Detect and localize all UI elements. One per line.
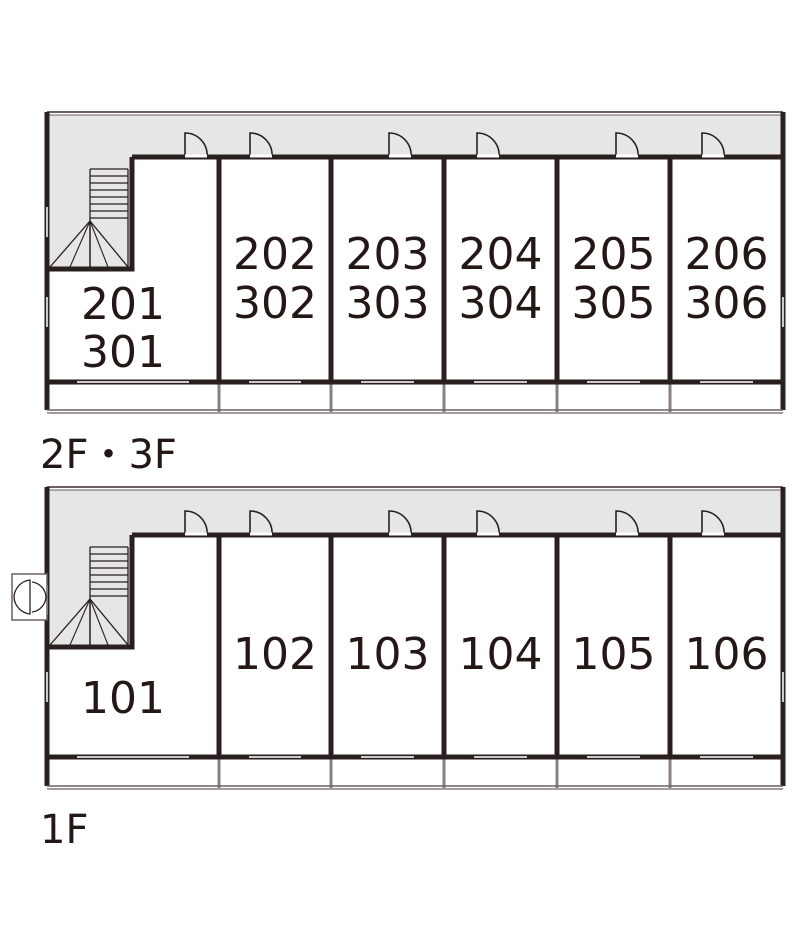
door-icon — [615, 510, 639, 536]
unit-number-label: 302 — [233, 278, 317, 329]
door-icon — [476, 132, 500, 158]
stairwell-wall — [47, 157, 135, 272]
door-icon — [249, 510, 273, 536]
unit-number-label: 304 — [459, 278, 543, 329]
door-icon — [701, 510, 725, 536]
stairwell-wall — [47, 535, 135, 650]
unit-number-label: 206 — [685, 229, 769, 280]
door-icon — [249, 132, 273, 158]
corridor — [47, 490, 783, 535]
unit-number-label: 205 — [572, 229, 656, 280]
corridor — [47, 115, 783, 157]
floor-1f: 101 102 103 104 105 106 1F — [11, 486, 786, 853]
stair-icon — [49, 168, 129, 268]
unit-number-label: 301 — [81, 327, 165, 378]
unit-number-label: 103 — [346, 629, 430, 680]
door-icon — [388, 510, 412, 536]
entrance-door-icon — [11, 573, 48, 621]
unit-number-label: 306 — [685, 278, 769, 329]
door-icon — [184, 132, 208, 158]
unit-number-label: 305 — [572, 278, 656, 329]
door-icon — [184, 510, 208, 536]
unit-number-label: 201 — [81, 279, 165, 330]
unit-number-label: 102 — [233, 629, 317, 680]
unit-number-label: 202 — [233, 229, 317, 280]
unit-number-label: 203 — [346, 229, 430, 280]
unit-number-label: 204 — [459, 229, 543, 280]
unit-number-label: 303 — [346, 278, 430, 329]
door-icon — [476, 510, 500, 536]
unit-number-label: 105 — [572, 629, 656, 680]
door-icon — [388, 132, 412, 158]
unit-number-label: 101 — [81, 673, 165, 724]
floor-label: 2F・3F — [40, 432, 177, 478]
door-icon — [701, 132, 725, 158]
unit-number-label: 104 — [459, 629, 543, 680]
floor-label: 1F — [40, 807, 88, 853]
door-icon — [615, 132, 639, 158]
stair-icon — [49, 546, 129, 646]
unit-number-label: 106 — [685, 629, 769, 680]
